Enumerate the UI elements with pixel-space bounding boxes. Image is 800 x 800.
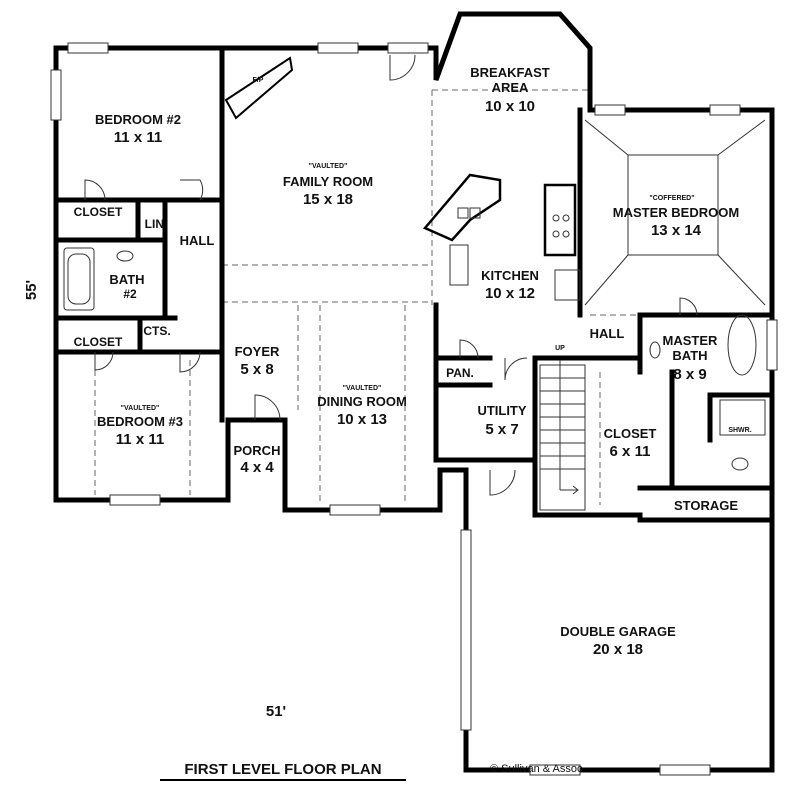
cts-label: CTS. xyxy=(143,324,170,338)
stairs xyxy=(539,360,586,511)
kitchen-counters xyxy=(422,173,581,301)
depth-dimension: 55' xyxy=(23,280,40,300)
bath-fixtures xyxy=(63,247,766,471)
bedroom-3-note: "VAULTED" xyxy=(121,405,160,412)
room-porch: PORCH 4 x 4 xyxy=(234,443,281,476)
exterior-walls xyxy=(53,11,775,773)
bedroom-2-name: BEDROOM #2 xyxy=(95,112,181,127)
family-note: "VAULTED" xyxy=(309,163,348,170)
plan-title: FIRST LEVEL FLOOR PLAN xyxy=(184,761,381,778)
bedroom-3-size: 11 x 11 xyxy=(116,431,164,448)
master-bath-size: 8 x 9 xyxy=(673,366,706,383)
room-bath-2: BATH #2 xyxy=(109,272,144,301)
room-master: "COFFERED" MASTER BEDROOM 13 x 14 xyxy=(613,195,739,239)
dining-size: 10 x 13 xyxy=(337,411,387,428)
room-utility: UTILITY 5 x 7 xyxy=(477,403,526,438)
room-bedroom-2: BEDROOM #2 11 x 11 xyxy=(95,112,181,146)
breakfast-name-1: BREAKFAST xyxy=(470,65,550,80)
porch-size: 4 x 4 xyxy=(240,459,274,476)
bedroom-3-name: BEDROOM #3 xyxy=(97,414,183,429)
utility-name: UTILITY xyxy=(477,403,526,418)
dining-note: "VAULTED" xyxy=(343,385,382,392)
dining-name: DINING ROOM xyxy=(317,394,407,409)
pantry-label: PAN. xyxy=(446,366,474,380)
kitchen-size: 10 x 12 xyxy=(485,285,535,302)
hall-left-label: HALL xyxy=(180,233,215,248)
fireplace-label: F/P xyxy=(253,77,264,84)
linen-label: LIN. xyxy=(145,217,168,231)
family-name: FAMILY ROOM xyxy=(283,174,373,189)
foyer-name: FOYER xyxy=(235,344,280,359)
storage-label: STORAGE xyxy=(674,498,738,513)
room-closet-master: CLOSET 6 x 11 xyxy=(604,426,657,460)
room-kitchen: KITCHEN 10 x 12 xyxy=(481,268,539,302)
dashed-lines xyxy=(94,89,640,505)
room-bedroom-3: "VAULTED" BEDROOM #3 11 x 11 xyxy=(97,405,183,448)
door-swings xyxy=(84,54,698,496)
kitchen-name: KITCHEN xyxy=(481,268,539,283)
master-name: MASTER BEDROOM xyxy=(613,205,739,220)
breakfast-name-2: AREA xyxy=(492,80,529,95)
windows xyxy=(50,42,778,776)
garage-name: DOUBLE GARAGE xyxy=(560,624,676,639)
shower-label: SHWR. xyxy=(728,427,751,434)
copyright-text: © Sullivan & Assoc. xyxy=(490,763,586,775)
master-bath-name-2: BATH xyxy=(672,348,707,363)
closet-master-size: 6 x 11 xyxy=(610,443,651,460)
breakfast-size: 10 x 10 xyxy=(485,98,535,115)
master-note: "COFFERED" xyxy=(649,195,694,202)
coffered-ceiling xyxy=(584,119,766,306)
stairs-up-label: UP xyxy=(555,345,565,352)
bath-2-num: #2 xyxy=(123,287,137,301)
foyer-size: 5 x 8 xyxy=(240,361,273,378)
room-breakfast: BREAKFAST AREA 10 x 10 xyxy=(470,65,550,115)
master-bath-name-1: MASTER xyxy=(663,333,719,348)
master-size: 13 x 14 xyxy=(651,222,702,239)
closet-master-name: CLOSET xyxy=(604,426,657,441)
bedroom-2-size: 11 x 11 xyxy=(114,129,162,146)
garage-size: 20 x 18 xyxy=(593,641,643,658)
width-dimension: 51' xyxy=(266,703,286,720)
room-foyer: FOYER 5 x 8 xyxy=(235,344,280,378)
room-master-bath: MASTER BATH 8 x 9 xyxy=(663,333,719,383)
hall-right-label: HALL xyxy=(590,326,625,341)
interior-walls xyxy=(53,45,775,523)
porch-name: PORCH xyxy=(234,443,281,458)
utility-size: 5 x 7 xyxy=(485,421,518,438)
fireplace xyxy=(224,56,294,120)
bath-2-name: BATH xyxy=(109,272,144,287)
room-garage: DOUBLE GARAGE 20 x 18 xyxy=(560,624,676,658)
room-family: "VAULTED" FAMILY ROOM 15 x 18 xyxy=(283,163,373,208)
family-size: 15 x 18 xyxy=(303,191,353,208)
closet-mid-label: CLOSET xyxy=(74,335,123,349)
room-dining: "VAULTED" DINING ROOM 10 x 13 xyxy=(317,385,407,428)
closet-top-label: CLOSET xyxy=(74,205,123,219)
